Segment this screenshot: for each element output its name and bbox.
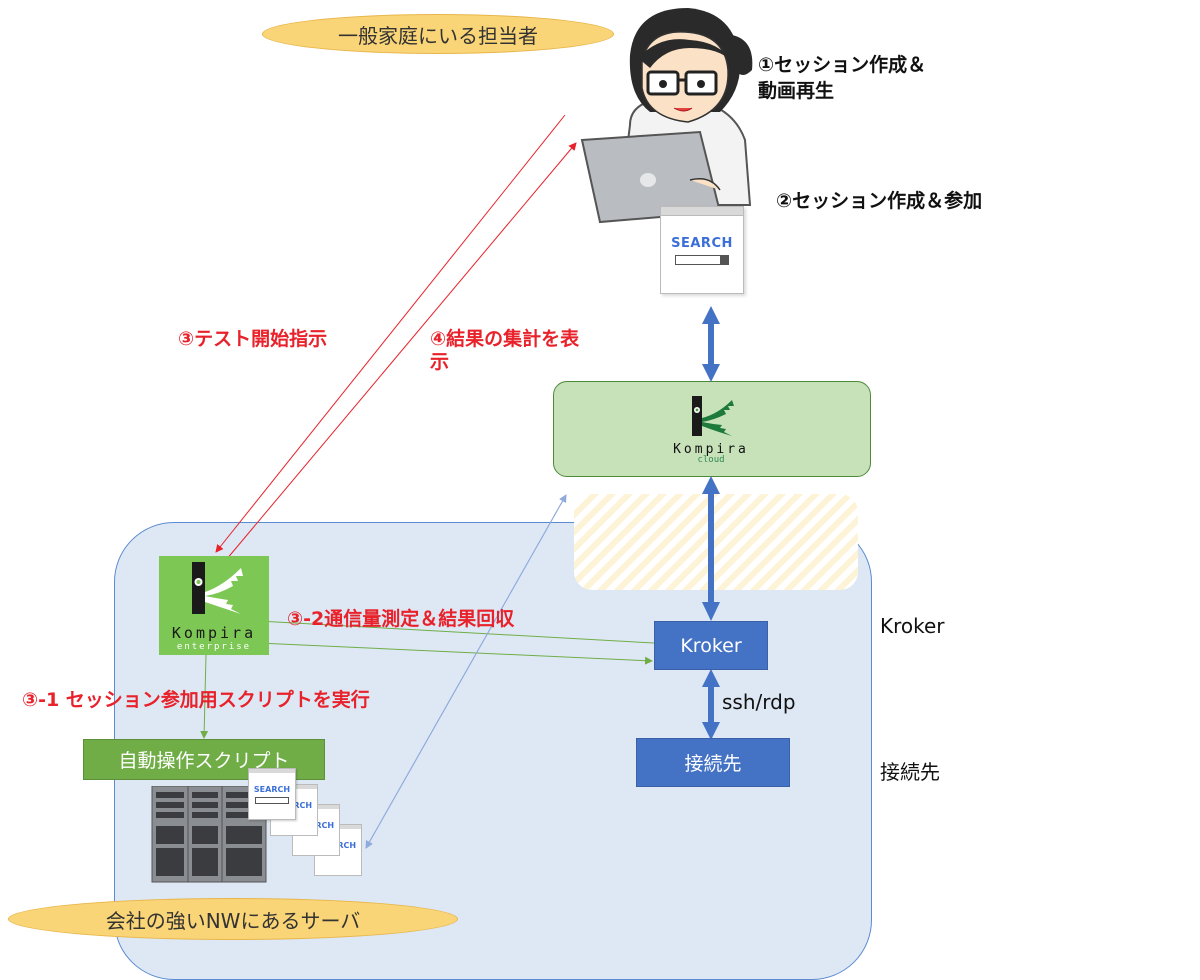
kroker-dest-arrow [702,669,720,740]
step4-arrow [225,142,577,561]
step2-label: ②セッション作成＆参加 [776,190,983,212]
kompira-enterprise-logo: Kompira enterprise [159,556,269,655]
step3-label: ③テスト開始指示 [178,328,328,350]
step3-arrow [215,114,566,553]
person-with-laptop-icon [580,8,753,224]
kompira-to-kroker-arrow [257,642,653,665]
search-bar [675,255,729,265]
kompira-cloud-logo: Kompira cloud [668,392,754,472]
crocodile-logo-icon [692,396,734,436]
home-operator-label: 一般家庭にいる担当者 [262,14,614,54]
cloud-kroker-arrow [702,476,720,621]
company-server-label: 会社の強いNWにあるサーバ [8,898,458,940]
browser-search-icon: SEARCH [660,206,744,294]
cloud-user-arrow [702,306,720,382]
step4-label: ④結果の集計を表示 [430,328,580,373]
browser-search-icon: SEARCH [248,768,296,820]
crocodile-logo-icon [192,562,243,614]
step3-1-label: ③-1 セッション参加用スクリプトを実行 [22,689,370,711]
ssh-rdp-label: ssh/rdp [722,690,796,714]
search-logo-text: SEARCH [671,236,733,251]
browser-window-stack: SEARCH SEARCH SEARCH SEARCH [248,768,368,878]
step1-label: ①セッション作成＆動画再生 [758,54,927,102]
hatched-zone [574,494,858,590]
kroker-side-label: Kroker [880,614,945,638]
kompira-to-script-arrow [200,654,209,739]
kroker-box: Kroker [654,621,768,670]
kroker-to-kompira-arrow [257,617,655,644]
destination-side-label: 接続先 [880,760,940,784]
step3-2-label: ③-2通信量測定＆結果回収 [287,608,515,630]
destination-box: 接続先 [636,738,790,787]
